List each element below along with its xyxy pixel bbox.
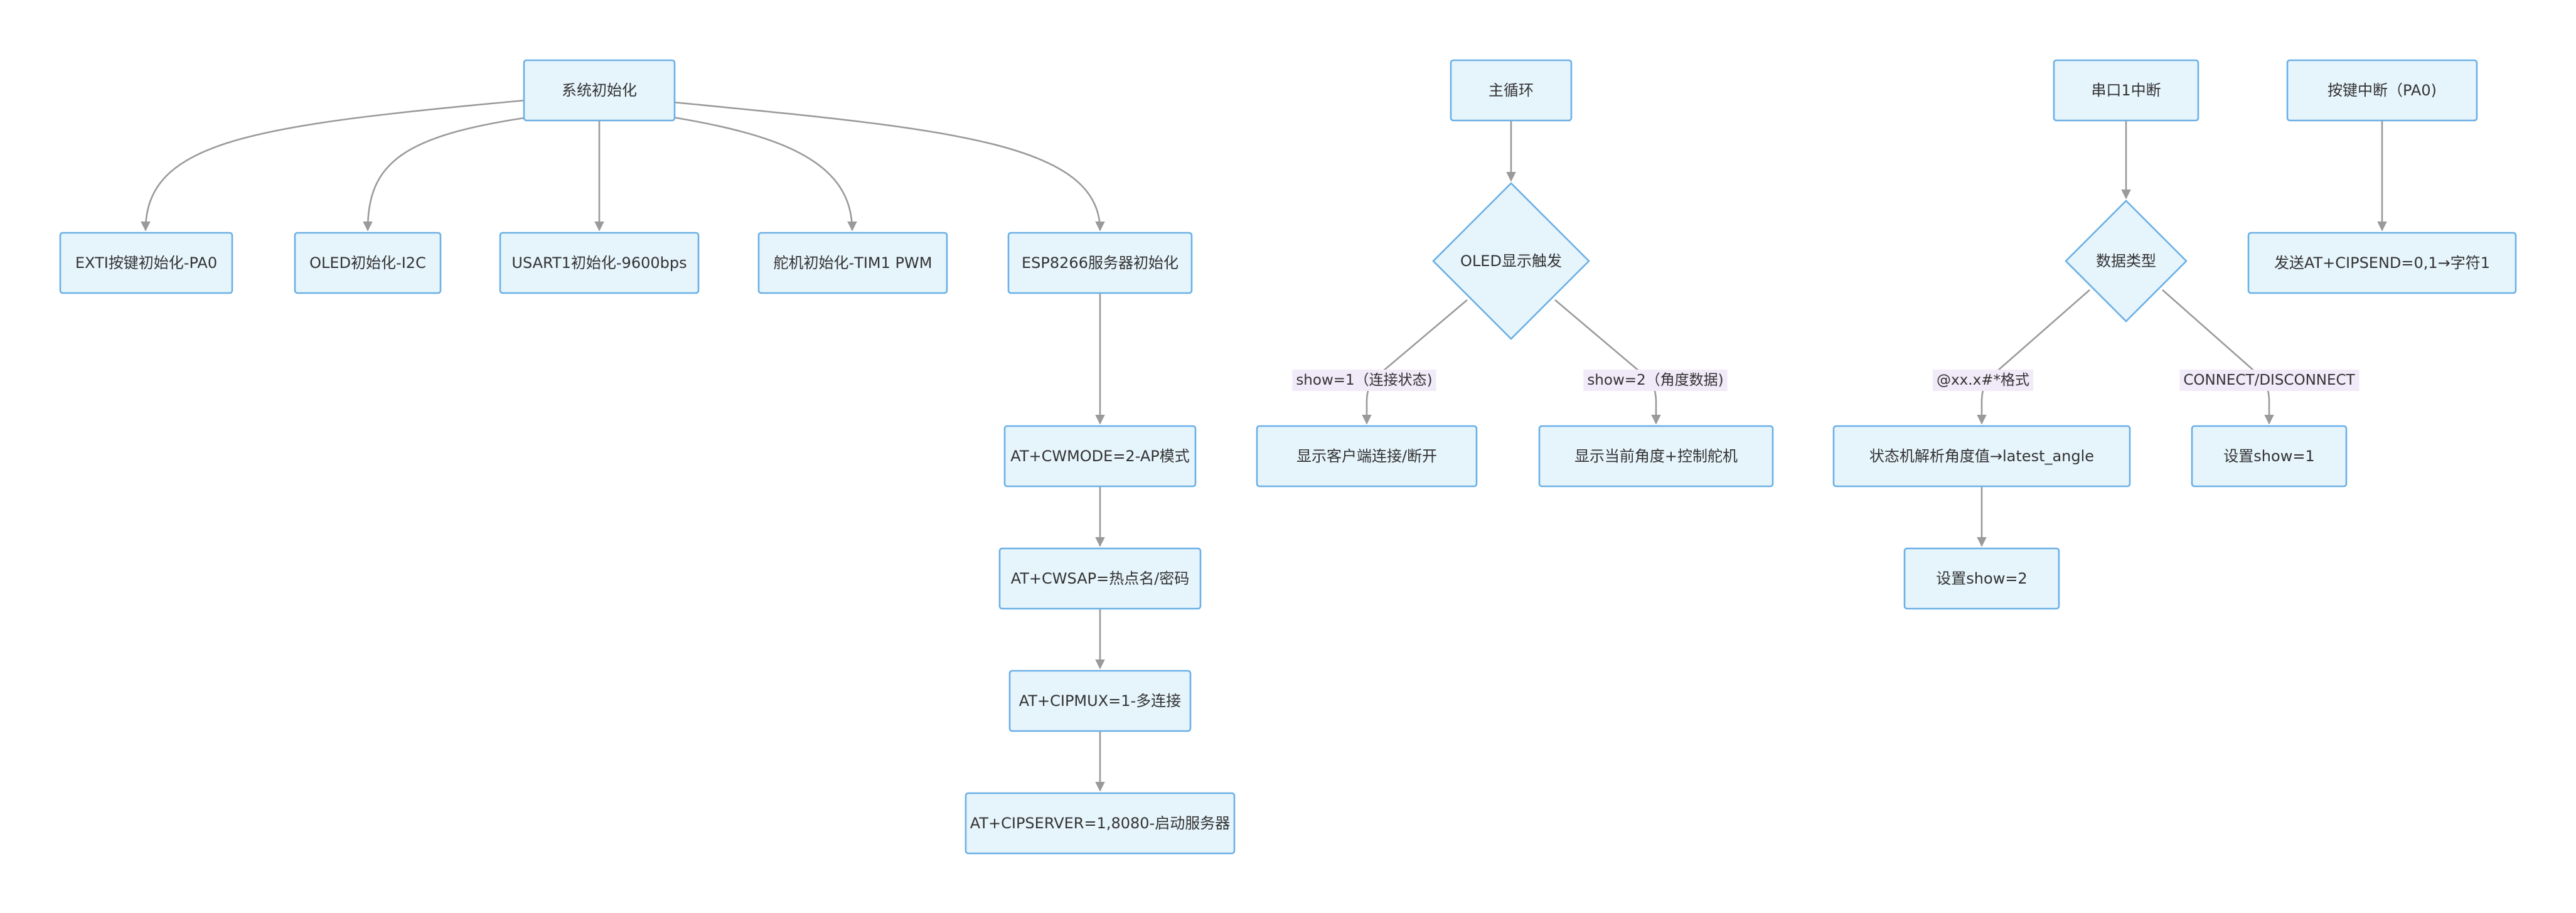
node-cwsap: AT+CWSAP=热点名/密码 bbox=[998, 547, 1202, 610]
node-label: 状态机解析角度值→latest_angle bbox=[1869, 447, 2094, 465]
node-label: 按键中断（PA0) bbox=[2327, 82, 2437, 99]
edge-label-oled_trigger-to-show_client: show=1（连接状态) bbox=[1292, 370, 1436, 391]
node-label: 显示当前角度+控制舵机 bbox=[1574, 447, 1738, 465]
node-servo: 舵机初始化-TIM1 PWM bbox=[757, 232, 948, 294]
node-usart: USART1初始化-9600bps bbox=[499, 232, 700, 294]
node-cipmux: AT+CIPMUX=1-多连接 bbox=[1008, 670, 1192, 732]
node-label: ESP8266服务器初始化 bbox=[1022, 254, 1178, 272]
edge-init-to-servo bbox=[665, 115, 857, 232]
node-label: EXTI按键初始化-PA0 bbox=[75, 254, 217, 272]
node-label: AT+CWMODE=2-AP模式 bbox=[1010, 447, 1189, 465]
node-cipserver: AT+CIPSERVER=1,8080-启动服务器 bbox=[965, 792, 1236, 855]
node-label: OLED初始化-I2C bbox=[309, 254, 426, 272]
node-label: AT+CIPSERVER=1,8080-启动服务器 bbox=[970, 814, 1230, 832]
svg-text:CONNECT/DISCONNECT: CONNECT/DISCONNECT bbox=[2183, 372, 2355, 388]
node-exti: EXTI按键初始化-PA0 bbox=[59, 232, 233, 294]
node-send: 发送AT+CIPSEND=0,1→字符1 bbox=[2247, 232, 2517, 294]
svg-text:show=1（连接状态): show=1（连接状态) bbox=[1296, 372, 1432, 388]
edge-oled_trigger-to-show_angle bbox=[1554, 299, 1661, 425]
node-label: 设置show=2 bbox=[1936, 570, 2027, 587]
node-mainloop: 主循环 bbox=[1450, 59, 1573, 122]
edge-label-data_type-to-parse: @xx.x#*格式 bbox=[1933, 370, 2033, 391]
node-label: AT+CWSAP=热点名/密码 bbox=[1011, 570, 1190, 587]
node-set-show1: 设置show=1 bbox=[2191, 425, 2348, 488]
node-esp: ESP8266服务器初始化 bbox=[1007, 232, 1193, 294]
node-show-client: 显示客户端连接/断开 bbox=[1256, 425, 1478, 488]
node-show-angle: 显示当前角度+控制舵机 bbox=[1538, 425, 1774, 488]
node-label: 显示客户端连接/断开 bbox=[1296, 447, 1437, 465]
node-label: 发送AT+CIPSEND=0,1→字符1 bbox=[2274, 254, 2490, 272]
svg-text:show=2（角度数据): show=2（角度数据) bbox=[1587, 372, 1723, 388]
edge-labels: show=1（连接状态) show=2（角度数据) @xx.x#*格式 CONNECT… bbox=[1292, 370, 2360, 391]
node-label: OLED显示触发 bbox=[1460, 252, 1562, 270]
edge-init-to-oled_i2c bbox=[363, 115, 538, 232]
edge-oled_trigger-to-show_client bbox=[1362, 299, 1468, 425]
edge-init-to-exti bbox=[141, 99, 525, 232]
edge-label-data_type-to-set_show1: CONNECT/DISCONNECT bbox=[2179, 370, 2360, 391]
node-key-irq: 按键中断（PA0) bbox=[2286, 59, 2478, 122]
node-label: 串口1中断 bbox=[2091, 82, 2161, 99]
node-label: 主循环 bbox=[1488, 82, 1534, 99]
node-set-show2: 设置show=2 bbox=[1903, 547, 2060, 610]
edge-init-to-esp bbox=[673, 101, 1105, 232]
node-init: 系统初始化 bbox=[523, 59, 676, 122]
svg-text:@xx.x#*格式: @xx.x#*格式 bbox=[1937, 372, 2029, 388]
node-label: 设置show=1 bbox=[2223, 447, 2314, 465]
node-oled-i2c: OLED初始化-I2C bbox=[294, 232, 442, 294]
nodes: 系统初始化 EXTI按键初始化-PA0 OLED初始化-I2C USART1初始化-9… bbox=[59, 59, 2517, 855]
edge-label-oled_trigger-to-show_angle: show=2（角度数据) bbox=[1583, 370, 1728, 391]
edge-data_type-to-parse bbox=[1977, 289, 2090, 425]
node-label: USART1初始化-9600bps bbox=[511, 254, 687, 272]
node-label: AT+CIPMUX=1-多连接 bbox=[1019, 692, 1181, 710]
node-oled-trigger: OLED显示触发 bbox=[1432, 182, 1590, 340]
node-cwmode: AT+CWMODE=2-AP模式 bbox=[1003, 425, 1197, 488]
node-label: 舵机初始化-TIM1 PWM bbox=[774, 254, 933, 272]
node-label: 系统初始化 bbox=[562, 82, 637, 99]
edge-data_type-to-set_show1 bbox=[2162, 289, 2274, 425]
node-label: 数据类型 bbox=[2096, 252, 2156, 270]
node-data-type: 数据类型 bbox=[2065, 200, 2188, 323]
node-parse: 状态机解析角度值→latest_angle bbox=[1832, 425, 2131, 488]
node-uart-irq: 串口1中断 bbox=[2053, 59, 2199, 122]
